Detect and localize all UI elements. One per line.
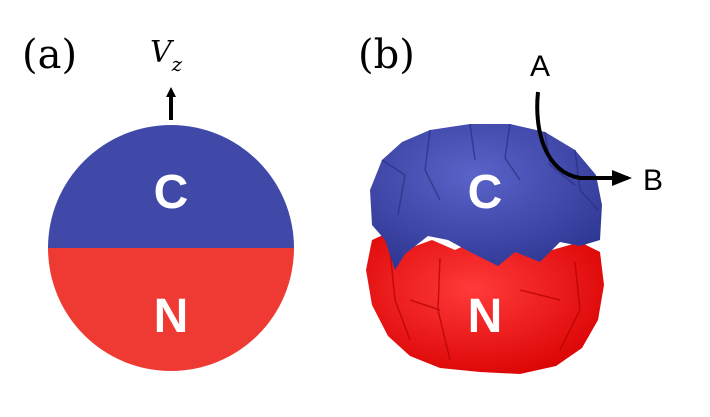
arrow-start-label: A [530, 50, 550, 83]
panel-b: (b) C N A B [358, 32, 663, 374]
velocity-symbol: V [150, 35, 175, 70]
n-label-a: N [154, 290, 189, 343]
panel-a: (a) Vz C N [22, 32, 294, 371]
c-facets [381, 123, 599, 216]
n-region-b [366, 232, 604, 374]
arrow-end-label: B [643, 164, 663, 197]
c-label-a: C [154, 166, 189, 219]
panel-b-label: (b) [358, 32, 415, 78]
n-facets [389, 249, 581, 361]
velocity-subscript: z [171, 52, 183, 76]
rotation-arrow [535, 91, 632, 186]
n-label-b: N [468, 290, 503, 343]
velocity-label: Vz [150, 35, 183, 76]
c-region-b [370, 124, 602, 270]
c-label-b: C [468, 166, 503, 219]
panel-a-label: (a) [22, 32, 77, 78]
